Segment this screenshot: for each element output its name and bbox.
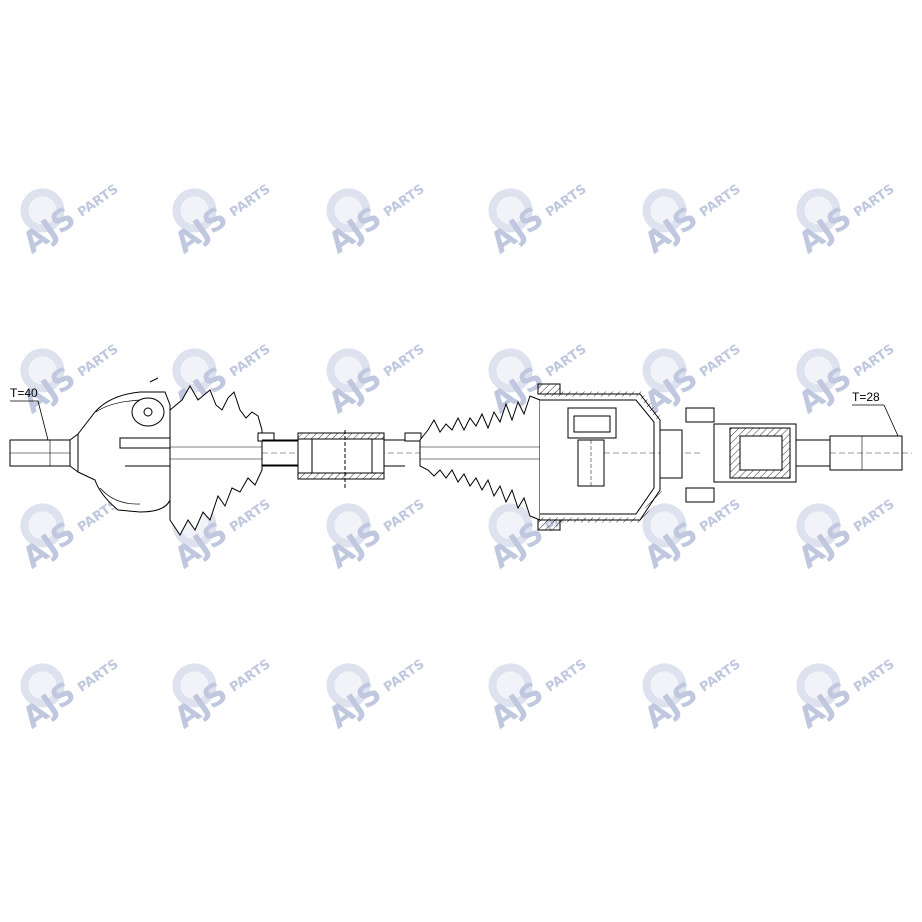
inner-spline-stub [829,435,912,471]
watermark-suffix: PARTS [381,497,427,536]
watermark-suffix: PARTS [381,182,427,221]
watermark-suffix: PARTS [697,497,743,536]
watermark-ring-inner [650,511,679,540]
watermark-ring-inner [496,356,525,385]
shaft-assembly [9,377,912,536]
inner-stub-bearing [659,407,830,503]
watermark-ring-inner [650,671,679,700]
inner-tripod-housing [537,383,700,531]
outer-boot [169,384,275,536]
watermark-ring-inner [804,196,833,225]
watermark-suffix: PARTS [697,342,743,381]
watermark-suffix: PARTS [543,342,589,381]
inner-spline-label: T=28 [852,390,880,404]
watermark-suffix: PARTS [227,497,273,536]
watermark-suffix: PARTS [75,657,121,696]
watermark-suffix: PARTS [851,182,897,221]
watermark-suffix: PARTS [851,657,897,696]
watermark-ring-inner [804,671,833,700]
watermark-ring-inner [28,671,57,700]
damper-section [297,430,422,490]
watermark-suffix: PARTS [227,657,273,696]
watermark-ring-inner [334,196,363,225]
watermark-ring-inner [650,356,679,385]
watermark-ring-inner [334,511,363,540]
watermark-suffix: PARTS [851,497,897,536]
intermediate-shaft [261,439,430,467]
watermark-suffix: PARTS [227,342,273,381]
watermark-ring-inner [804,356,833,385]
watermark-ring-inner [180,671,209,700]
watermark-ring-inner [650,196,679,225]
watermark-ring-inner [804,511,833,540]
watermark-ring-inner [28,356,57,385]
watermark-suffix: PARTS [75,182,121,221]
outer-spline-callout: T=40 [10,386,49,441]
watermark-ring-inner [28,196,57,225]
watermark-suffix: PARTS [697,657,743,696]
outer-spline-label: T=40 [10,386,38,400]
watermark-ring-inner [28,511,57,540]
watermark-ring-inner [180,356,209,385]
inner-spline-callout: T=28 [852,390,899,437]
outer-spline-stub [9,433,79,473]
watermark-suffix: PARTS [697,182,743,221]
watermark-suffix: PARTS [227,182,273,221]
watermark-suffix: PARTS [543,657,589,696]
outer-cv-joint [77,377,171,513]
watermark-suffix: PARTS [75,342,121,381]
watermark-ring-inner [496,511,525,540]
watermark-ring-inner [334,671,363,700]
watermark-ring-inner [496,196,525,225]
watermark-suffix: PARTS [851,342,897,381]
watermark-ring-inner [180,196,209,225]
watermark-ring-inner [496,671,525,700]
watermark-ring-inner [334,356,363,385]
inner-boot [419,395,541,521]
watermark-suffix: PARTS [381,342,427,381]
watermark-suffix: PARTS [381,657,427,696]
watermark-suffix: PARTS [543,182,589,221]
